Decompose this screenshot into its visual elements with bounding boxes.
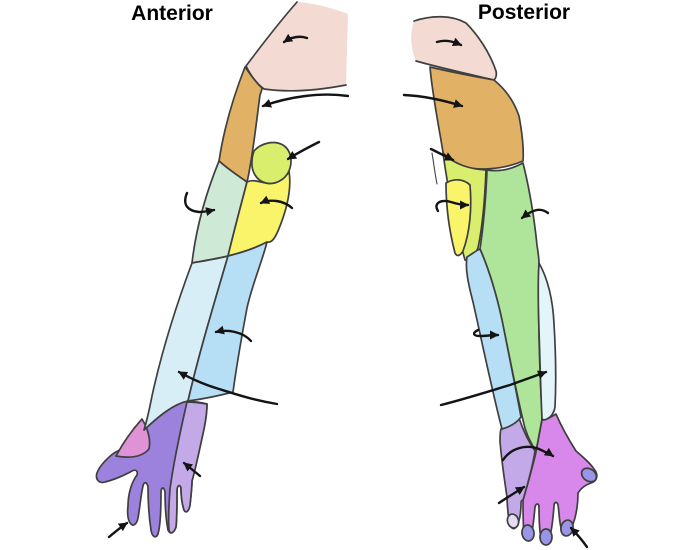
region-anterior-radial-hand-wedge [115, 418, 151, 459]
region-anterior-deltoid [218, 66, 263, 183]
region-posterior-shoulder-outline [413, 15, 498, 81]
arrow-posterior-axilla [429, 147, 455, 162]
arrow-posterior-arm-center [520, 208, 550, 220]
arrow-anterior-medial-arm [259, 195, 294, 210]
arrow-posterior-medial-arm [435, 199, 470, 213]
arrow-posterior-fingertip [569, 526, 589, 549]
anterior-arm-view [95, 1, 348, 538]
region-posterior-medial-arm-wedge [445, 179, 472, 257]
arrow-posterior-lateral-forearm [439, 370, 548, 407]
arrow-anterior-axilla [286, 140, 321, 161]
leader-line-posterior-axilla [431, 152, 438, 185]
region-ring-fingertip [521, 524, 535, 542]
arrow-posterior-shoulder [435, 37, 463, 47]
region-posterior-shoulder [411, 16, 497, 80]
region-posterior-ulnar-hand [499, 417, 536, 530]
region-thumb-tip [580, 467, 598, 483]
arrow-anterior-ulnar-hand [182, 461, 202, 478]
arrow-anterior-medial-forearm [214, 325, 253, 343]
region-posterior-deltoid [429, 66, 525, 170]
region-posterior-lateral-forearm-strip [537, 262, 557, 421]
posterior-arm-view [411, 15, 598, 546]
arrow-anterior-lateral-forearm [177, 370, 279, 406]
region-middle-fingertip [539, 528, 553, 546]
posterior-fingertips [506, 467, 598, 546]
pointer-arrows [107, 33, 589, 549]
region-anterior-axilla-patch [251, 141, 292, 185]
arrow-anterior-deltoid [261, 93, 350, 108]
arrow-posterior-ulnar-hand [497, 485, 526, 505]
arrow-anterior-median-hand [107, 521, 129, 539]
arrow-posterior-radial-hand [501, 445, 555, 462]
anterior-title: Anterior [131, 2, 213, 25]
region-anterior-medial-forearm [187, 241, 268, 402]
posterior-title: Posterior [478, 1, 570, 24]
region-pinky-fingertip [506, 513, 520, 529]
arrow-anterior-shoulder [282, 33, 309, 44]
arrow-posterior-deltoid [402, 93, 464, 108]
arrow-posterior-medial-forearm [472, 328, 500, 340]
arrow-anterior-lateral-arm [184, 191, 216, 216]
region-anterior-shoulder [246, 2, 348, 91]
